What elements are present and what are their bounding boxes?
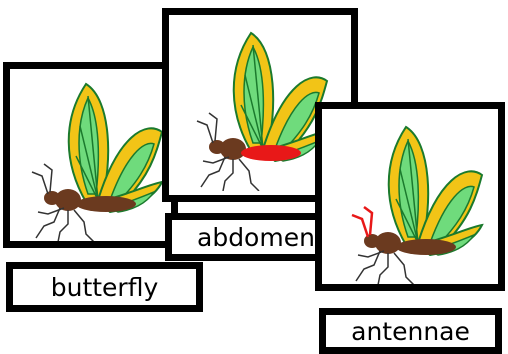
antennae-highlight	[352, 207, 372, 237]
butterfly-drawing	[32, 84, 162, 242]
butterfly-illustration	[179, 21, 329, 191]
abdomen-highlight	[241, 145, 301, 161]
butterfly-illustration	[334, 115, 484, 285]
picture-card-butterfly[interactable]	[3, 62, 178, 248]
butterfly-drawing	[197, 33, 327, 191]
label-text: abdomen	[197, 225, 315, 250]
label-card-antennae[interactable]: antennae	[319, 308, 502, 354]
label-card-butterfly[interactable]: butterfly	[6, 262, 203, 312]
label-card-abdomen[interactable]: abdomen	[165, 213, 325, 261]
picture-card-antennae[interactable]	[315, 102, 505, 291]
label-text: butterfly	[51, 275, 159, 300]
butterfly-drawing	[352, 127, 482, 285]
label-text: antennae	[351, 319, 470, 344]
butterfly-illustration	[14, 72, 164, 242]
